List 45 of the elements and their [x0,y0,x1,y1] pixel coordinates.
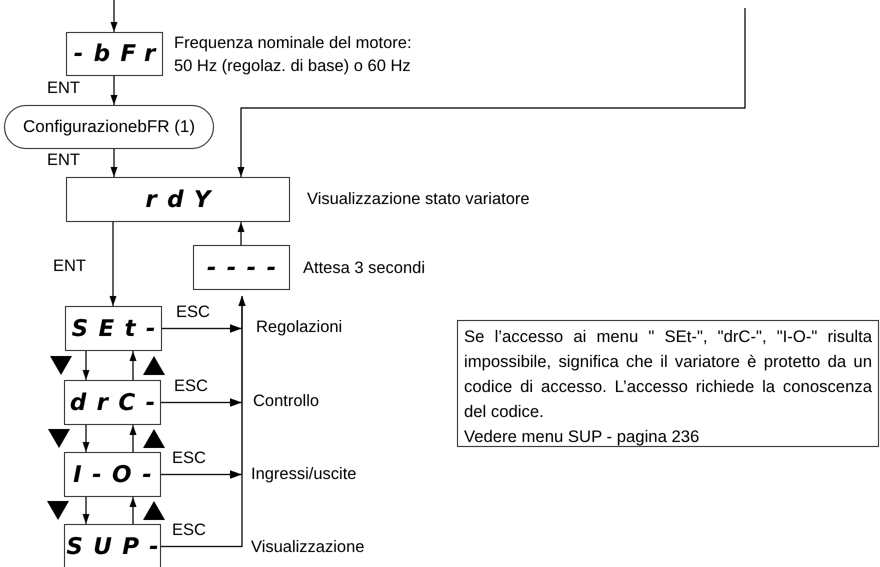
rounded-box [4,105,214,149]
display-box [65,306,162,351]
down-triangle-icon [50,356,72,375]
display-box [64,524,161,567]
arrow [110,222,116,306]
arrow [110,149,118,177]
display-box [66,32,163,76]
arrow [238,8,746,177]
arrow [82,425,90,452]
menu-label: Controllo [253,392,320,411]
menu-label: Regolazioni [256,318,342,337]
note-text: Se l’accesso ai menu " SEt-", "drC-", "I-O-" risulta impossibile, significa che il variatore è protetto da un codice di accesso. L’accesso richiede la conoscenza del codice. [464,326,872,423]
display-box [64,452,161,497]
arrow [130,497,136,524]
arrow [82,497,90,524]
display-code: I-O- [73,462,162,488]
display-code: rdY [145,186,221,212]
menu-label: Ingressi/uscite [251,465,356,484]
display-box [193,245,290,290]
arrow [130,425,136,452]
display-code: SEt- [72,316,166,342]
node-description: Frequenza nominale del motore: 50 Hz (regolaz. di base) o 60 Hz [174,33,413,77]
arrow [130,351,136,380]
node-description: Visualizzazione stato variatore [307,189,530,210]
step-text: ConfigurazionebFR (1) [23,117,195,137]
note-box [457,320,879,447]
down-triangle-icon [47,501,69,520]
display-code: SUP- [66,534,169,560]
display-code: -bFr [74,41,166,67]
arrow [82,351,90,380]
display-box [66,177,290,222]
display-code: ---- [206,254,286,280]
display-box [64,380,161,425]
arrow [161,296,246,548]
down-triangle-icon [48,429,70,448]
note-text: Vedere menu SUP - pagina 236 [464,426,700,448]
node-description: Attesa 3 secondi [303,258,425,279]
arrow [110,76,118,105]
up-triangle-icon [143,429,165,448]
arrow [238,222,244,245]
up-triangle-icon [143,501,165,520]
up-triangle-icon [143,356,165,375]
menu-label: Visualizzazione [251,538,364,557]
display-code: drC- [70,390,166,416]
arrow [110,0,118,32]
